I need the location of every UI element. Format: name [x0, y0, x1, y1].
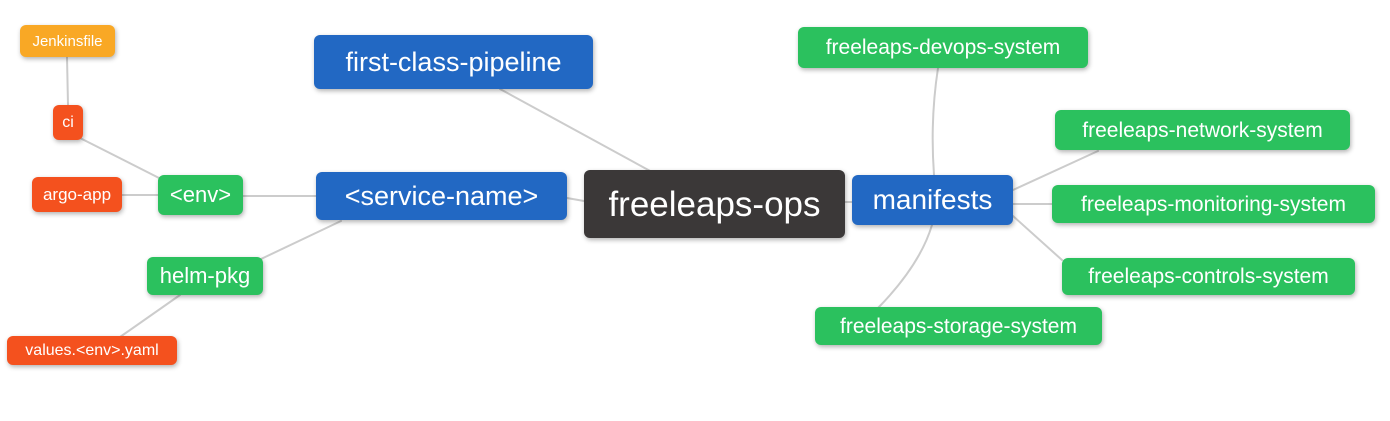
edge-jenkinsfile-ci — [66, 56, 69, 106]
edge-service-name-helm-pkg — [260, 220, 342, 260]
node-helm-pkg[interactable]: helm-pkg — [147, 257, 263, 295]
node-freeleaps-storage-system[interactable]: freeleaps-storage-system — [815, 307, 1102, 345]
edge-manifests-storage — [877, 224, 933, 309]
node-freeleaps-network-system[interactable]: freeleaps-network-system — [1055, 110, 1350, 150]
edge-service-name-ops — [566, 197, 585, 202]
node-first-class-pipeline[interactable]: first-class-pipeline — [314, 35, 593, 89]
node-jenkinsfile[interactable]: Jenkinsfile — [20, 25, 115, 57]
node-values-env-yaml[interactable]: values.<env>.yaml — [7, 336, 177, 365]
node-argo-app[interactable]: argo-app — [32, 177, 122, 212]
edge-manifests-devops — [931, 67, 939, 176]
node-freeleaps-monitoring-system[interactable]: freeleaps-monitoring-system — [1052, 185, 1375, 223]
edge-ci-env — [79, 137, 162, 180]
node-ci[interactable]: ci — [53, 105, 83, 140]
node-freeleaps-ops-root[interactable]: freeleaps-ops — [584, 170, 845, 238]
edge-helm-pkg-values — [119, 294, 181, 338]
node-freeleaps-devops-system[interactable]: freeleaps-devops-system — [798, 27, 1088, 68]
edge-manifests-network — [1012, 150, 1099, 191]
edge-manifests-controls — [1012, 215, 1063, 261]
node-env[interactable]: <env> — [158, 175, 243, 215]
node-manifests[interactable]: manifests — [852, 175, 1013, 225]
node-service-name[interactable]: <service-name> — [316, 172, 567, 220]
node-freeleaps-controls-system[interactable]: freeleaps-controls-system — [1062, 258, 1355, 295]
edge-pipeline-ops — [499, 88, 653, 173]
